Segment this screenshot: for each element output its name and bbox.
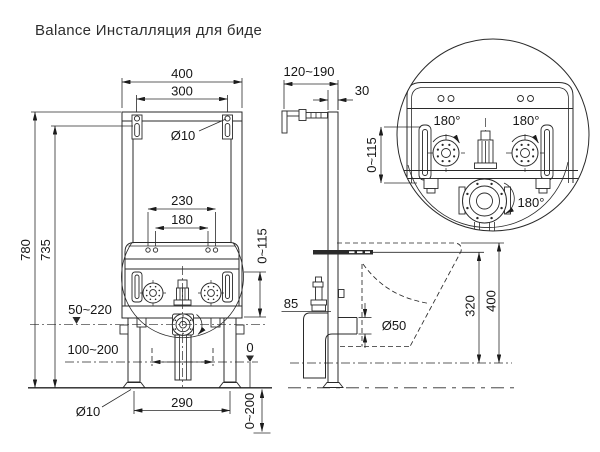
detail-central-fitting [474, 118, 497, 169]
dim-label-d50: Ø50 [382, 318, 407, 333]
side-plate-bar [313, 250, 373, 255]
front-water-fitting-left [140, 280, 166, 306]
dim-label-230: 230 [171, 193, 193, 208]
dim-mount-height: 320 [373, 251, 484, 364]
side-dimensions: 120~190 30 85 Ø50 320 400 [281, 64, 504, 364]
front-hanger-bracket-right [222, 114, 233, 140]
dim-height-adjust: 50~220 [30, 302, 267, 326]
front-rotate-arrow [196, 314, 206, 335]
front-left-leg [127, 317, 141, 383]
front-left-foot [122, 382, 146, 389]
front-view [28, 111, 272, 389]
detail-rotate-arrow-left [432, 134, 460, 144]
dim-label-320: 320 [463, 295, 478, 317]
dim-drain-position: 100~200 [65, 342, 258, 366]
front-drain-pipe [174, 334, 192, 381]
dim-foot-hole: Ø10 [76, 389, 132, 419]
side-wall-bracket [281, 109, 328, 134]
dim-label-100-200: 100~200 [68, 342, 119, 357]
front-left-leg-screw [119, 324, 129, 335]
front-crossbar-tab-right [210, 317, 221, 328]
detail-label-180-right: 180° [513, 113, 540, 128]
dim-vertical-adjust-front: 0~115 [244, 228, 270, 318]
dim-label-0-200: 0~200 [242, 393, 257, 430]
side-bidet-outline [337, 242, 462, 347]
detail-drain-flange [458, 178, 511, 224]
front-right-leg-screw [235, 324, 245, 335]
dim-label-d10-top: Ø10 [171, 128, 196, 143]
dim-label-735: 735 [38, 239, 53, 261]
dim-drain-pipe-dia: Ø50 [358, 303, 407, 348]
dim-label-30: 30 [355, 83, 369, 98]
dim-bracket-hole: Ø10 [171, 118, 227, 143]
dim-label-400-side: 400 [484, 290, 499, 312]
datum-triangle-upper [72, 317, 81, 324]
dim-label-290: 290 [171, 395, 193, 410]
detail-label-180-left: 180° [434, 113, 461, 128]
detail-rotate-arrow-drain [503, 182, 515, 214]
dim-overall-width: 400 [121, 66, 243, 108]
dim-height-735: 735 [38, 125, 133, 389]
dim-label-0-115-detail: 0~115 [364, 137, 379, 173]
detail-water-fitting-left [427, 134, 465, 172]
dim-label-120-190: 120~190 [284, 64, 335, 79]
detail-label-180-drain: 180° [518, 195, 545, 210]
dim-zero-level: 0 [246, 340, 254, 388]
drawing-title: Balance Инсталляция для биде [35, 22, 262, 39]
front-right-foot [218, 382, 242, 389]
dim-vertical-adjust-detail: 0~115 [364, 126, 421, 184]
detail-view: 180° 180° 180° 0~115 [364, 38, 590, 232]
detail-circle-boundary [396, 38, 590, 232]
dim-label-180: 180 [171, 212, 193, 227]
side-post [327, 111, 339, 383]
front-slot-bracket-left [131, 271, 143, 303]
side-view [281, 109, 516, 389]
side-water-valve [310, 276, 345, 312]
dim-spacing-180: 180 [155, 212, 209, 246]
dim-label-50-220: 50~220 [68, 302, 112, 317]
dim-label-85: 85 [284, 296, 298, 311]
dim-label-300: 300 [171, 84, 193, 99]
detail-water-fitting-right [506, 134, 544, 172]
dim-leg-extension: 0~200 [242, 389, 271, 434]
detail-indicator-arc-magnified [407, 161, 569, 228]
dim-wall-distance: 120~190 [284, 64, 339, 110]
front-slot-bracket-right [222, 271, 233, 303]
dim-drain-offset: 85 [281, 296, 331, 312]
front-crossbar-tab-left [136, 317, 147, 328]
dim-label-d10-foot: Ø10 [76, 404, 101, 419]
dim-feet-spacing: 290 [133, 391, 231, 414]
dim-bidet-height: 400 [461, 242, 504, 364]
detail-plate-inner [411, 87, 569, 183]
side-foot [322, 382, 344, 388]
dim-bracket-width: 300 [136, 84, 228, 112]
front-hanger-bracket-left [131, 114, 143, 140]
datum-triangle-zero [246, 355, 254, 362]
detail-rotate-arrow-right [511, 134, 539, 144]
dim-spacing-230: 230 [147, 193, 216, 246]
side-drain-elbow [303, 312, 358, 379]
dim-height-780: 780 [18, 111, 121, 389]
front-water-fitting-right [198, 280, 224, 306]
front-top-member [121, 111, 243, 122]
dim-label-780: 780 [18, 239, 33, 261]
detail-indicator-arc [121, 242, 244, 339]
dim-label-0-115-front: 0~115 [255, 228, 270, 264]
dim-label-400: 400 [171, 66, 193, 81]
front-right-leg [223, 317, 237, 383]
dim-label-0: 0 [246, 340, 253, 355]
dim-frame-depth: 30 [313, 83, 369, 110]
front-dimensions: 400 300 Ø10 780 735 230 180 [18, 66, 271, 434]
